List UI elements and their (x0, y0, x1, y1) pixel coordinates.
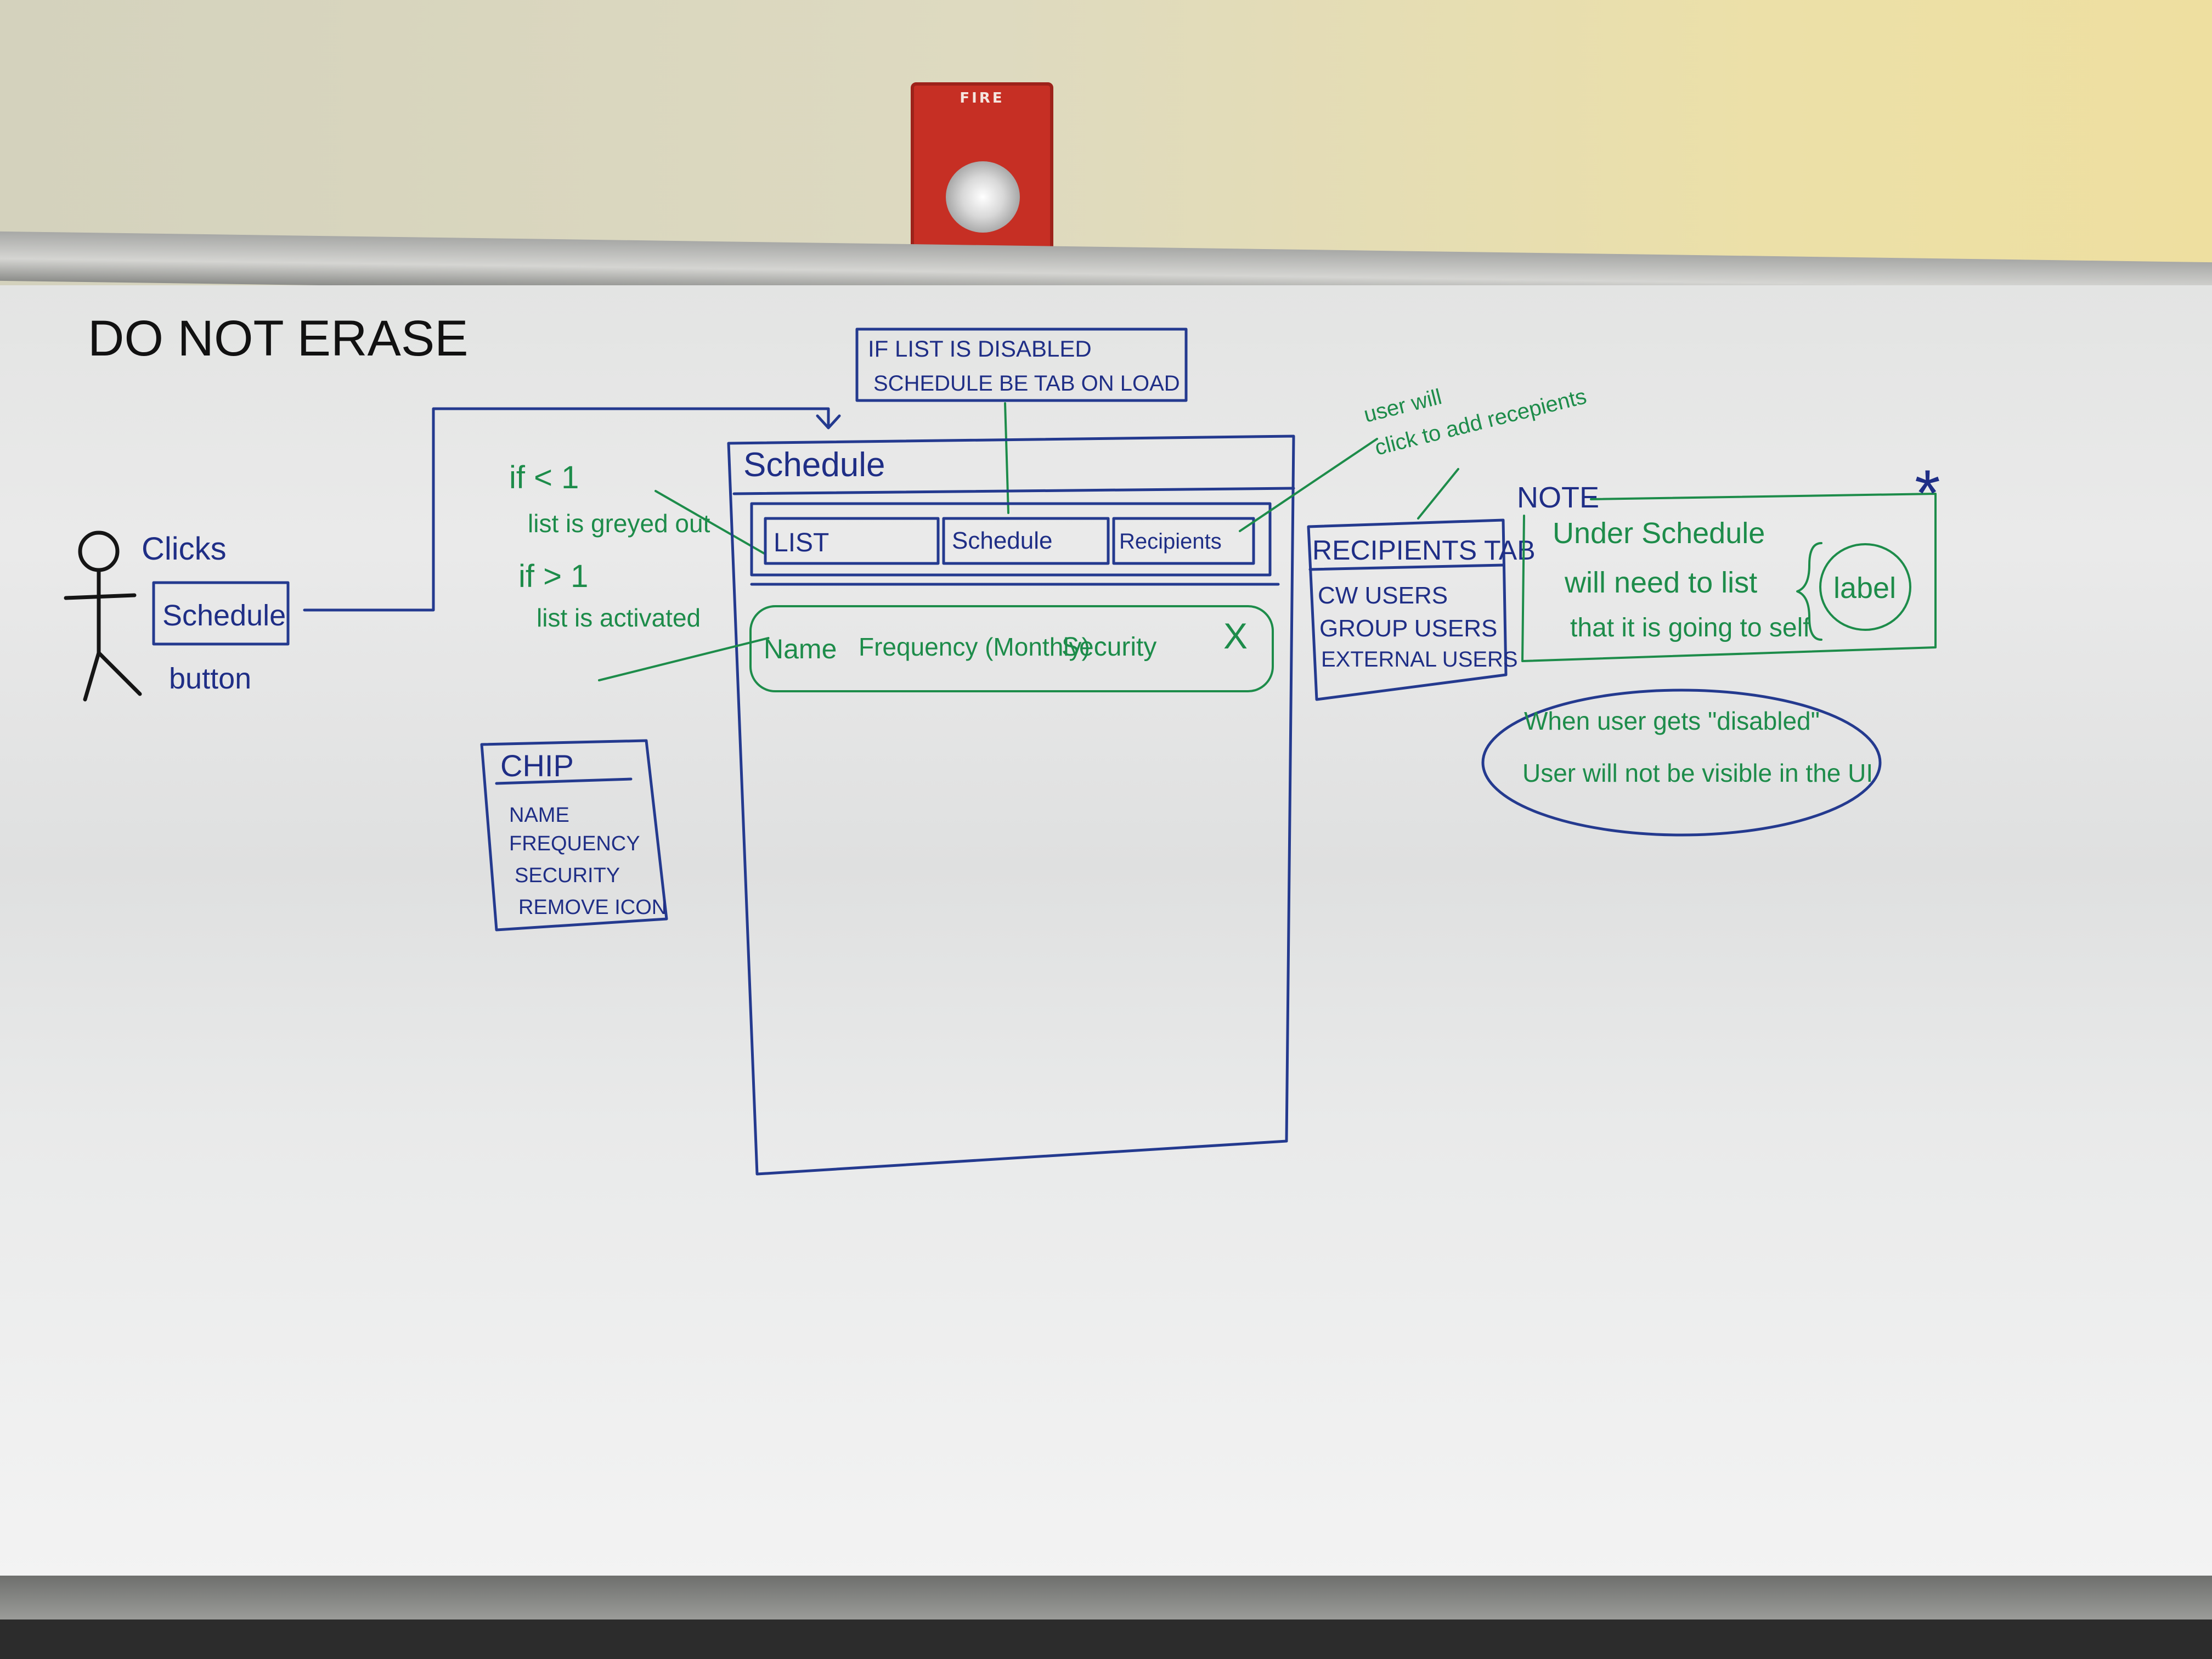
tab-recipients-label: Recipients (1119, 529, 1222, 554)
tab-schedule-label: Schedule (952, 527, 1052, 554)
tab-note-arrow (654, 490, 766, 555)
chip-frequency: Frequency (Monthly) (859, 633, 1090, 661)
brace-icon (1796, 542, 1822, 641)
note-line3: that it is going to self (1570, 613, 1810, 642)
schedule-screen-frame (727, 435, 1295, 1176)
disabled-note-line2: User will not be visible in the UI (1522, 759, 1873, 787)
button-label: button (169, 662, 251, 695)
if-greater-than-one-label: if > 1 (518, 558, 588, 594)
chip-legend-box (480, 739, 668, 932)
recipients-note-line1: user will (1362, 385, 1444, 427)
star-icon: * (1915, 456, 1940, 530)
schedule-button-label: Schedule (162, 599, 286, 632)
chip-legend-arrow (598, 637, 770, 681)
fire-alarm: FIRE (911, 82, 1053, 252)
whiteboard (0, 285, 2212, 1580)
fire-alarm-label: FIRE (960, 90, 1005, 106)
screen-title: Schedule (743, 446, 885, 484)
chip-legend-title: CHIP (500, 748, 574, 783)
flow-arrow (303, 407, 830, 612)
disabled-note-ellipse (1481, 689, 1882, 837)
tab-bar (750, 502, 1272, 577)
strobe-light-icon (946, 161, 1020, 233)
top-note-line1: IF LIST IS DISABLED (868, 336, 1092, 362)
tab-recipients (1112, 517, 1255, 565)
note-label: label (1833, 572, 1896, 605)
note-title: NOTE (1517, 481, 1599, 514)
top-note-line2: SCHEDULE BE TAB ON LOAD (873, 371, 1180, 396)
tab-schedule (942, 517, 1110, 565)
label-circle (1819, 543, 1911, 631)
floor (0, 1620, 2212, 1659)
clicks-label: Clicks (142, 531, 227, 567)
list-greyed-out-label: list is greyed out (528, 509, 710, 538)
chip-security: Security (1062, 633, 1156, 662)
note-box (1521, 493, 1937, 662)
top-note-arrow (1004, 402, 1009, 514)
recipients-tab-box (1307, 518, 1508, 701)
list-activated-label: list is activated (537, 603, 701, 632)
chip-legend-item-remove-icon: REMOVE ICON (518, 896, 667, 919)
chip-sketch (749, 605, 1274, 692)
schedule-button-sketch (152, 581, 290, 646)
top-note-box (855, 328, 1188, 402)
tab-list-label: LIST (774, 528, 829, 557)
disabled-note-line1: When user gets "disabled" (1524, 707, 1820, 735)
chip-legend-item-name: NAME (509, 804, 569, 827)
chip-name: Name (764, 634, 837, 664)
if-less-than-one-label: if < 1 (509, 460, 579, 495)
tab-list (764, 517, 940, 565)
recipients-tab-item-cw-users: CW USERS (1318, 582, 1448, 609)
note-line2: will need to list (1564, 566, 1757, 599)
chip-remove-icon: X (1223, 616, 1248, 656)
recipients-tab-item-external-users: EXTERNAL USERS (1321, 647, 1518, 672)
stick-figure-icon (64, 531, 142, 702)
marker-tray (0, 1576, 2212, 1620)
do-not-erase-heading: DO NOT ERASE (88, 311, 469, 366)
recipients-note-arrow (1239, 438, 1378, 532)
chip-legend-item-frequency: FREQUENCY (509, 832, 640, 855)
note-line1: Under Schedule (1553, 517, 1765, 550)
recipients-tab-title: RECIPIENTS TAB (1312, 535, 1536, 566)
recipients-tab-item-group-users: GROUP USERS (1319, 615, 1497, 642)
chip-legend-item-security: SECURITY (515, 864, 620, 887)
